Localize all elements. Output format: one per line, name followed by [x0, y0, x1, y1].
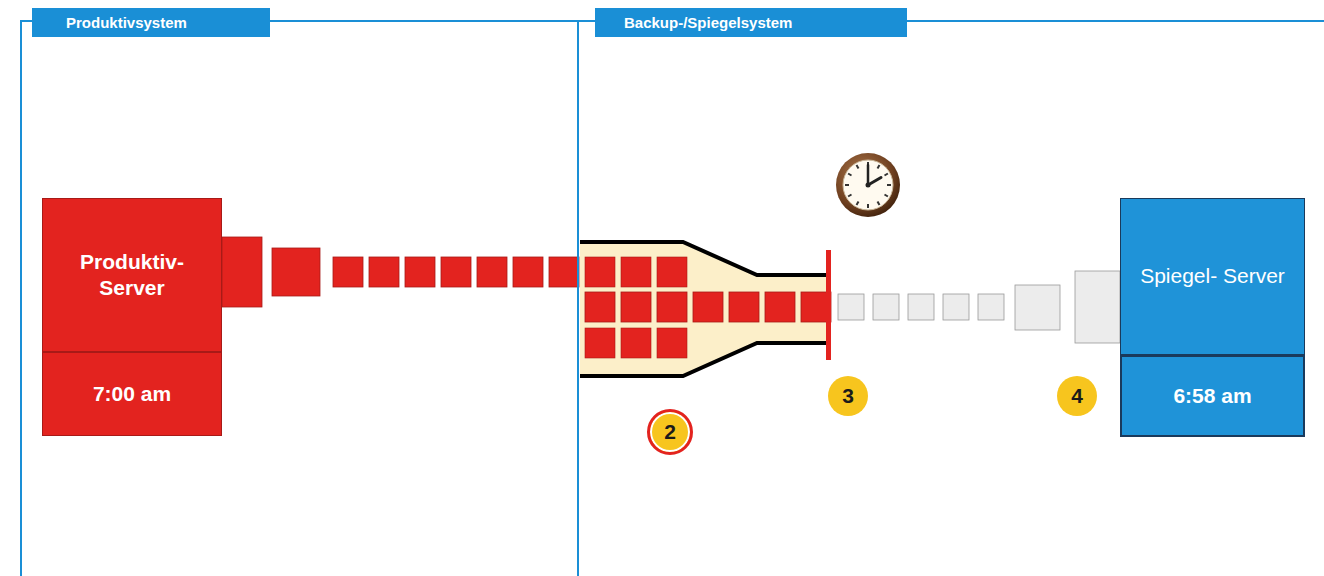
- callout-number: 4: [1057, 376, 1097, 416]
- panel-tab: Produktivsystem: [32, 8, 270, 37]
- callout-number: 3: [828, 376, 868, 416]
- data-packet: [272, 248, 320, 296]
- buffered-packets: [585, 257, 687, 358]
- data-packet: [333, 257, 363, 287]
- data-packet: [477, 257, 507, 287]
- callout-number: 2: [647, 409, 693, 455]
- data-packet: [693, 292, 723, 322]
- box-label: 7:00 am: [93, 381, 171, 407]
- data-packet: [765, 292, 795, 322]
- data-packet: [405, 257, 435, 287]
- data-packet: [978, 294, 1004, 320]
- data-packet: [838, 294, 864, 320]
- data-packet: [943, 294, 969, 320]
- data-packet: [513, 257, 543, 287]
- data-packet: [222, 237, 262, 307]
- data-packet: [1015, 285, 1060, 330]
- box-label: Spiegel- Server: [1140, 263, 1285, 289]
- callout-text: 2: [664, 420, 676, 444]
- data-packet: [621, 292, 651, 322]
- panel-tab: Backup-/Spiegelsystem: [595, 8, 907, 37]
- data-packet: [657, 292, 687, 322]
- time-box: 6:58 am: [1120, 355, 1305, 437]
- clock-icon: [836, 153, 900, 217]
- server-box: Produktiv- Server: [42, 198, 222, 352]
- box-label: Produktiv- Server: [57, 249, 207, 302]
- server-box: Spiegel- Server: [1120, 198, 1305, 355]
- cutoff-bar: [826, 250, 831, 360]
- data-packet: [908, 294, 934, 320]
- callout-text: 3: [842, 384, 854, 408]
- data-packet: [873, 294, 899, 320]
- data-packet: [369, 257, 399, 287]
- data-packet: [1075, 271, 1120, 343]
- system-panel: ProduktivsystemProduktiv- Server7:00 am: [20, 20, 577, 576]
- packet-stream: [222, 237, 1120, 343]
- data-packet: [441, 257, 471, 287]
- data-packet: [729, 292, 759, 322]
- data-packet: [549, 257, 579, 287]
- buffer-funnel: [580, 242, 830, 376]
- data-packet: [585, 292, 615, 322]
- box-label: 6:58 am: [1173, 383, 1251, 409]
- system-panel: Backup-/SpiegelsystemSpiegel- Server6:58…: [577, 20, 1324, 576]
- callout-text: 4: [1071, 384, 1083, 408]
- time-box: 7:00 am: [42, 352, 222, 436]
